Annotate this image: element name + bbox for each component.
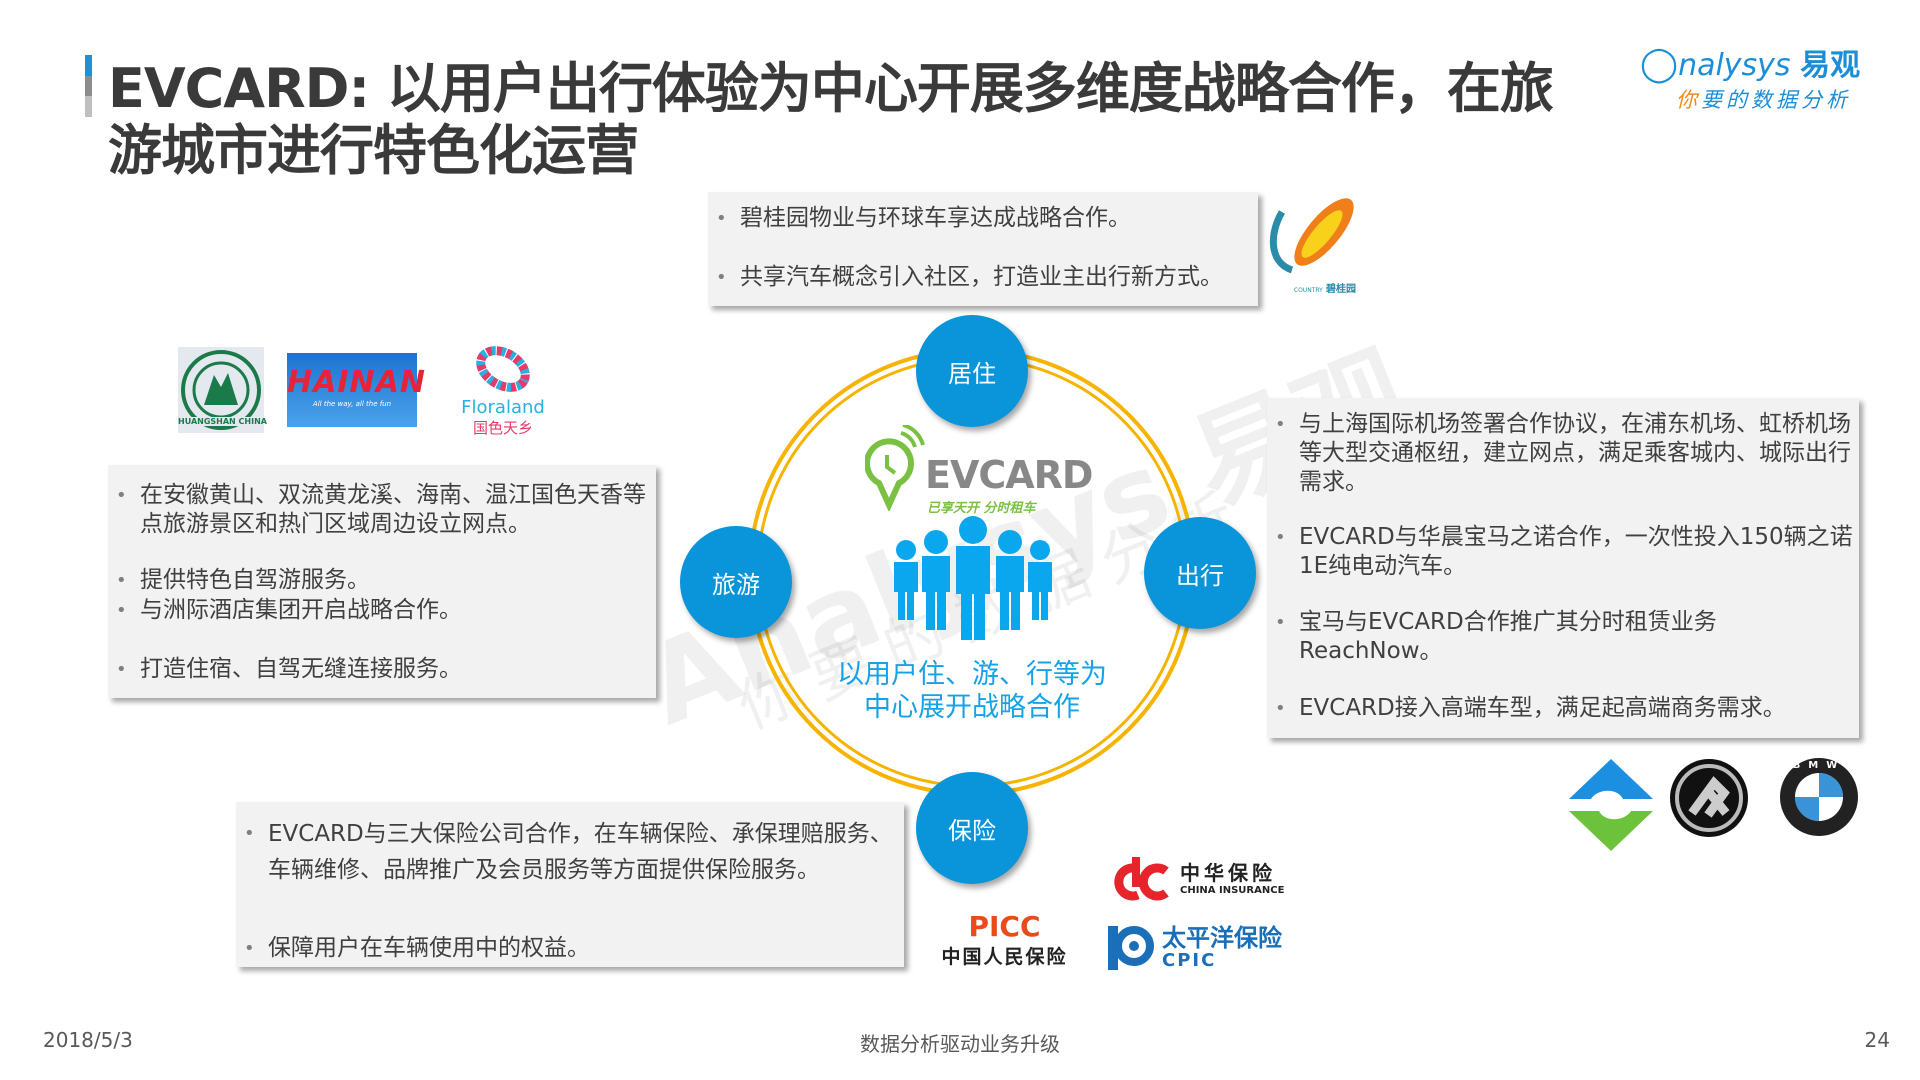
picc-logo: PICC 中国人民保险 — [927, 912, 1082, 969]
node-mobility: 出行 — [1144, 517, 1256, 629]
hub-caption-line-2: 中心展开战略合作 — [864, 692, 1080, 723]
title-accent-bar — [85, 55, 92, 117]
page-title: EVCARD: 以用户出行体验为中心开展多维度战略合作，在旅 游城市进行特色化运… — [108, 57, 1554, 182]
country-garden-emblem-icon — [1269, 198, 1354, 274]
china-insurance-logo: 中华保险 CHINA INSURANCE — [1108, 857, 1303, 901]
residence-bullet: 共享汽车概念引入社区，打造业主出行新方式。 — [708, 263, 1258, 292]
floraland-wordmark: Floraland — [461, 397, 545, 418]
title-line-1: EVCARD: 以用户出行体验为中心开展多维度战略合作，在旅 — [108, 57, 1554, 120]
logo-slogan-accent: 你 — [1676, 88, 1701, 112]
evcard-pin-icon — [865, 425, 925, 511]
saic-logo-icon — [1569, 759, 1653, 851]
evcard-wordmark: EVCARD — [925, 453, 1093, 497]
logo-cn: 易观 — [1800, 48, 1861, 83]
bmw-logo: BMW — [1779, 757, 1859, 837]
cpic-en: CPIC — [1162, 950, 1217, 971]
mobility-bullet: 与上海国际机场签署合作协议，在浦东机场、虹桥机场等大型交通枢纽，建立网点，满足乘… — [1267, 410, 1859, 497]
picc-wordmark: PICC — [968, 910, 1041, 943]
mobility-bullet: EVCARD接入高端车型，满足起高端商务需求。 — [1267, 694, 1859, 723]
huangshan-logo-text: HUANGSHAN CHINA — [178, 417, 267, 426]
travel-bullet: 在安徽黄山、双流黄龙溪、海南、温江国色天香等点旅游景区和热门区域周边设立网点。 — [108, 481, 656, 539]
cpic-emblem-icon — [1108, 926, 1154, 970]
logo-wordmark: nalysys — [1678, 48, 1791, 83]
residence-info-box: 碧桂园物业与环球车享达成战略合作。 共享汽车概念引入社区，打造业主出行新方式。 — [708, 192, 1258, 306]
china-insurance-en: CHINA INSURANCE — [1180, 885, 1285, 896]
mobility-info-box: 与上海国际机场签署合作协议，在浦东机场、虹桥机场等大型交通枢纽，建立网点，满足乘… — [1267, 398, 1859, 738]
country-garden-logo: COUNTRY 碧桂园 — [1262, 192, 1362, 296]
zinoro-logo-icon — [1670, 759, 1748, 837]
picc-cn: 中国人民保险 — [941, 946, 1068, 968]
floraland-logo: Floraland 国色天乡 — [447, 343, 559, 437]
evcard-logo: EVCARD 已享天开 分时租车 — [865, 425, 1093, 516]
floraland-cn: 国色天乡 — [472, 419, 533, 437]
bmw-letters: BMW — [1792, 760, 1846, 771]
title-line-2: 游城市进行特色化运营 — [108, 119, 639, 182]
china-insurance-emblem-icon — [1114, 857, 1169, 901]
node-residence: 居住 — [916, 315, 1028, 427]
analysys-logo: ◯nalysys 易观 你要的数据分析 — [1640, 44, 1861, 112]
page-number: 24 — [1864, 1028, 1890, 1052]
travel-bullet: 与洲际酒店集团开启战略合作。 — [108, 596, 656, 625]
travel-bullet: 打造住宿、自驾无缝连接服务。 — [108, 655, 656, 684]
travel-info-box: 在安徽黄山、双流黄龙溪、海南、温江国色天香等点旅游景区和热门区域周边设立网点。 … — [108, 465, 656, 698]
china-insurance-cn: 中华保险 — [1180, 861, 1276, 885]
footer-caption: 数据分析驱动业务升级 — [860, 1032, 1060, 1056]
travel-bullet: 提供特色自驾游服务。 — [108, 566, 656, 595]
huangshan-logo: HUANGSHAN CHINA — [178, 347, 267, 433]
hainan-wordmark: HAINAN — [287, 365, 426, 400]
logo-slogan: 要的数据分析 — [1701, 88, 1851, 112]
mobility-bullet: EVCARD与华晨宝马之诺合作，一次性投入150辆之诺1E纯电动汽车。 — [1267, 523, 1859, 581]
cpic-logo: 太平洋保险 CPIC — [1108, 918, 1298, 974]
residence-bullet: 碧桂园物业与环球车享达成战略合作。 — [708, 204, 1258, 233]
node-travel: 旅游 — [680, 526, 792, 638]
node-insurance: 保险 — [916, 772, 1028, 884]
hub-caption: 以用户住、游、行等为 中心展开战略合作 — [772, 658, 1172, 724]
insurance-info-box: EVCARD与三大保险公司合作，在车辆保险、承保理赔服务、车辆维修、品牌推广及会… — [236, 802, 904, 967]
insurance-bullet: EVCARD与三大保险公司合作，在车辆保险、承保理赔服务、车辆维修、品牌推广及会… — [236, 816, 904, 888]
floraland-ring-icon — [476, 346, 530, 392]
mobility-bullet: 宝马与EVCARD合作推广其分时租赁业务ReachNow。 — [1267, 608, 1859, 666]
country-garden-en: COUNTRY — [1293, 287, 1323, 294]
hainan-logo: HAINAN All the way, all the fun — [287, 353, 426, 427]
insurance-bullet: 保障用户在车辆使用中的权益。 — [236, 934, 904, 963]
country-garden-cn: 碧桂园 — [1326, 284, 1356, 295]
people-group-icon — [894, 516, 1052, 640]
bmw-roundel-icon — [1780, 758, 1858, 836]
footer-date: 2018/5/3 — [43, 1028, 133, 1052]
cpic-cn: 太平洋保险 — [1162, 924, 1282, 952]
evcard-tagline: 已享天开 分时租车 — [927, 501, 1036, 516]
hainan-tagline: All the way, all the fun — [312, 400, 392, 408]
hub-caption-line-1: 以用户住、游、行等为 — [837, 659, 1107, 690]
